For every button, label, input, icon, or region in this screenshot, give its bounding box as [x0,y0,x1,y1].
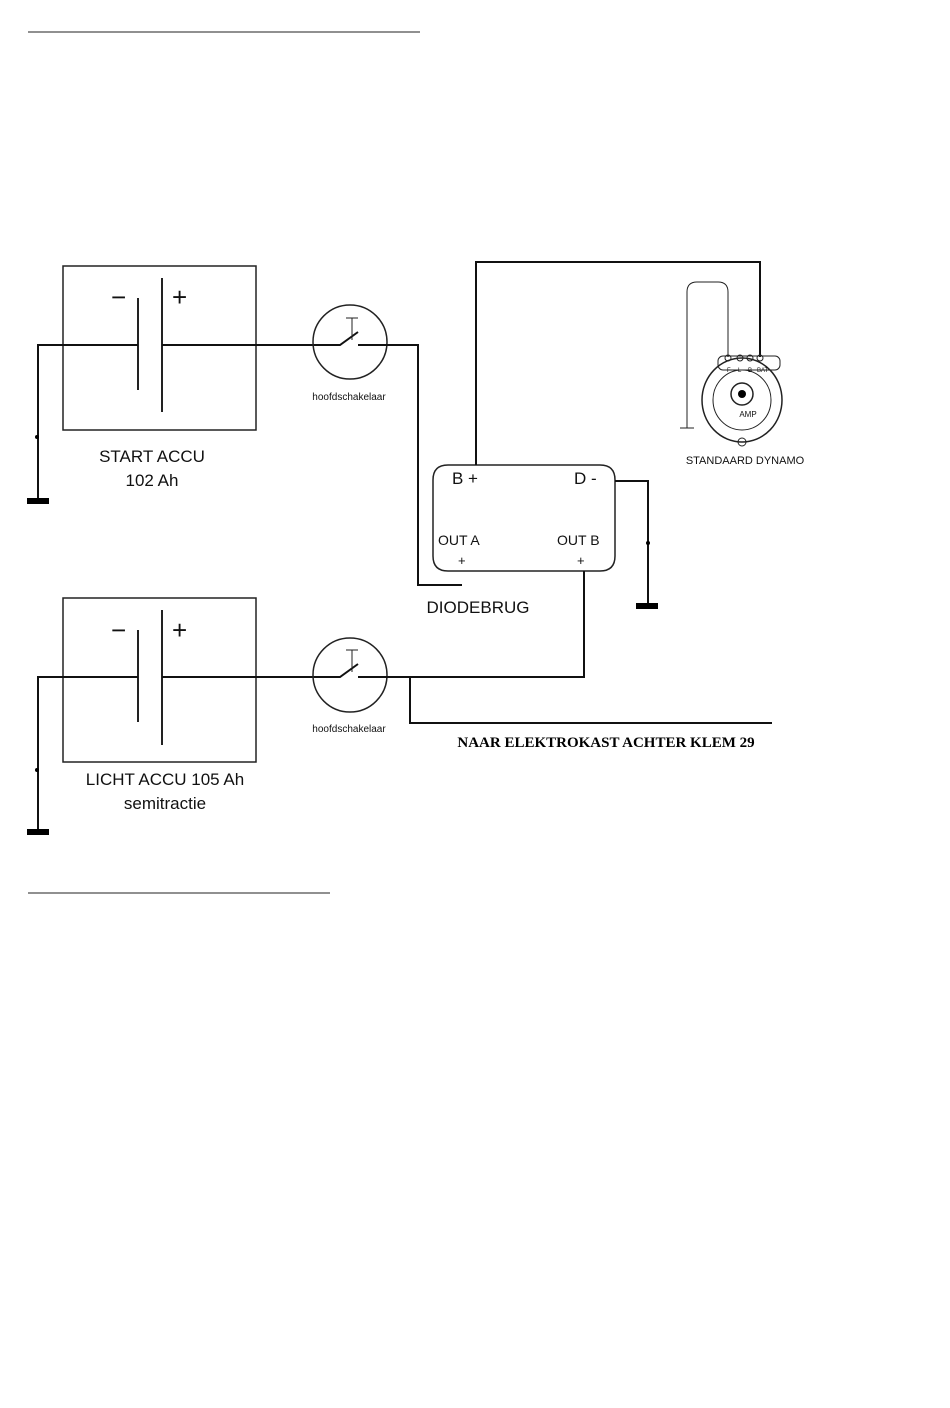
diode-bridge-out-a: OUT A [438,532,480,548]
start-battery-plus: + [172,282,187,312]
start-ground-wire [38,345,138,500]
start-ground-symbol [27,498,49,504]
diode-bridge-b-plus: B + [452,469,478,488]
dynamo-amp-label: AMP [739,410,756,419]
switch-start-blade [336,332,358,345]
switch-light-label: hoofdschakelaar [312,724,386,735]
feed-line [410,677,772,723]
light-ground-junction [35,768,39,772]
light-battery-plus: + [172,615,187,645]
dynamo-inner-ring [713,370,771,430]
dynamo-field-loop [687,282,728,428]
start-battery: − + START ACCU 102 Ah [63,266,256,490]
main-switch-light[interactable]: hoofdschakelaar [312,638,387,735]
diode-bridge: B + D - OUT A OUT B + + DIODEBRUG [427,465,615,617]
d-minus-ground-symbol [636,603,658,609]
switch-start-circle [313,305,387,379]
dynamo-terminal-label-b: B [748,368,752,374]
diode-bridge-out-a-sign: + [458,553,466,568]
b-plus-to-dynamo-wire [476,262,760,465]
light-ground-symbol [27,829,49,835]
diode-bridge-out-b: OUT B [557,532,600,548]
out-b-wire [410,571,584,677]
dynamo-terminal-label-l: L [738,368,742,374]
start-battery-box [63,266,256,430]
dynamo-terminal-label-bat: BAT [757,368,769,374]
dynamo: F L B BAT AMP STANDAARD DYNAMO [680,282,805,467]
switch-light-circle [313,638,387,712]
light-battery-subtitle: semitractie [124,794,206,813]
start-battery-minus: − [111,282,126,312]
dynamo-body [702,358,782,442]
light-battery-label: LICHT ACCU 105 Ah [86,770,244,789]
switch-start-label: hoofdschakelaar [312,392,386,403]
diode-bridge-d-minus: D - [574,469,597,488]
d-minus-junction [646,541,650,545]
feed-label: NAAR ELEKTROKAST ACHTER KLEM 29 [457,735,754,751]
switch-light-blade [336,664,358,677]
dynamo-label: STANDAARD DYNAMO [686,455,805,467]
dynamo-terminal-label-f: F [727,368,731,374]
start-battery-label: START ACCU [99,447,205,466]
light-battery-minus: − [111,615,126,645]
diode-bridge-out-b-sign: + [577,553,585,568]
diode-bridge-label: DIODEBRUG [427,598,530,617]
light-battery: − + LICHT ACCU 105 Ah semitractie [63,598,256,813]
start-ground-junction [35,435,39,439]
d-minus-ground-wire [615,481,648,606]
start-battery-capacity: 102 Ah [126,471,179,490]
dynamo-shaft [738,390,746,398]
light-battery-box [63,598,256,762]
main-switch-start[interactable]: hoofdschakelaar [312,305,387,403]
